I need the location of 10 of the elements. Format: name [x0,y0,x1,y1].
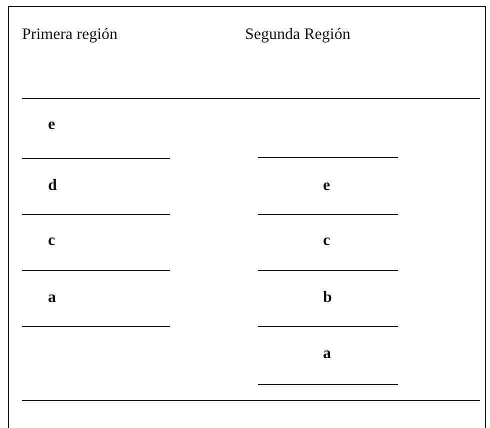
answer-letter: a [323,344,331,364]
answer-letter: c [323,231,330,251]
answer-letter: c [48,231,56,251]
column-heading: Segunda Región [245,25,350,45]
column-heading: Primera región [22,25,118,45]
answer-letter: b [323,288,332,308]
answer-letter: e [48,115,56,135]
answer-letter: e [323,176,330,196]
answer-letter: d [48,176,57,196]
answer-letter: a [48,288,56,308]
